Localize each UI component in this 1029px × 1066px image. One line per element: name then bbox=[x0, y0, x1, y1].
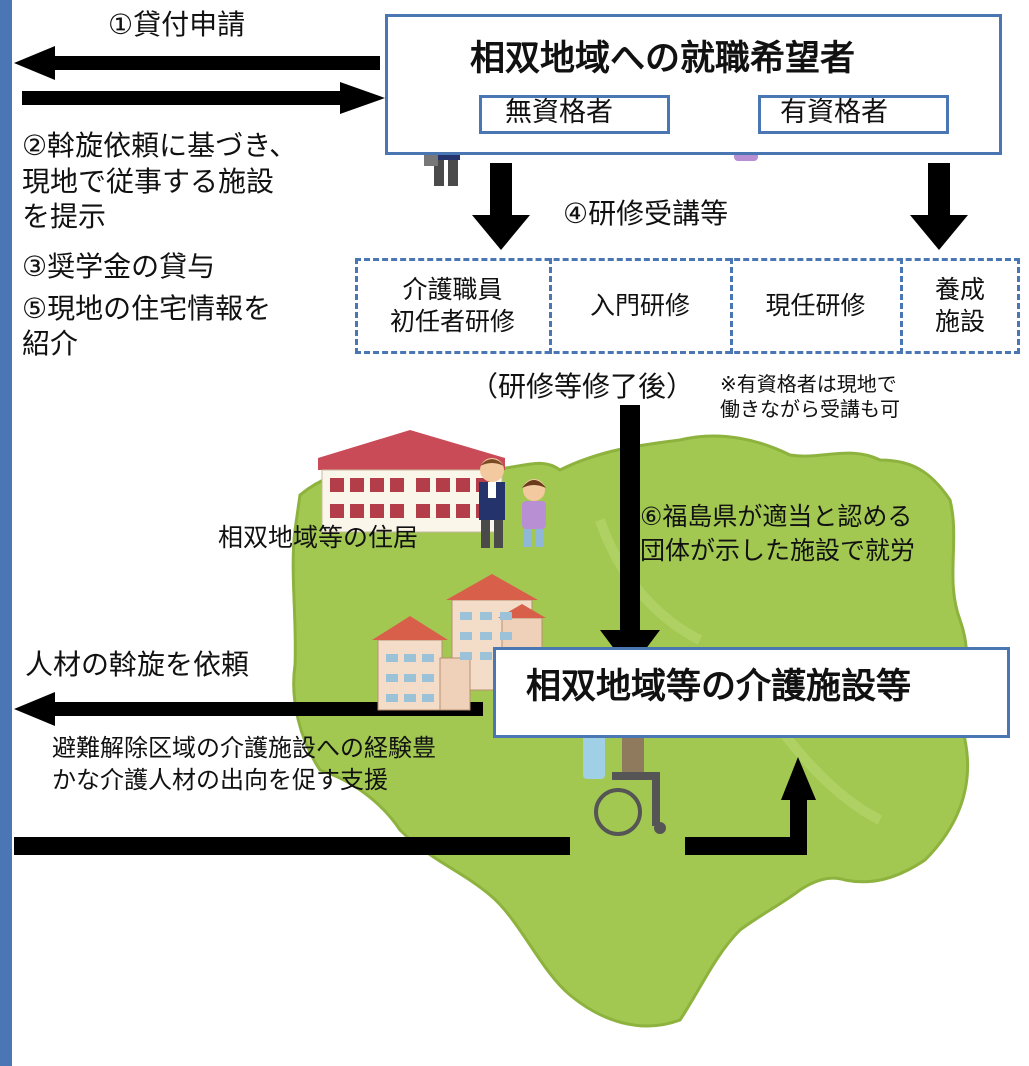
housing-label: 相双地域等の住居 bbox=[218, 523, 419, 552]
arrow-left-request bbox=[14, 692, 483, 726]
training-cell-current: 現任研修 bbox=[765, 290, 866, 320]
qualified-label: 有資格者 bbox=[780, 97, 888, 128]
facility-box-title: 相双地域等の介護施設等 bbox=[526, 667, 912, 707]
support-path-vertical bbox=[790, 800, 807, 855]
step5-text: ⑤現地の住宅情報を 紹介 bbox=[22, 292, 272, 360]
arrow-left-application bbox=[14, 46, 380, 80]
step4-text: ④研修受講等 bbox=[563, 197, 729, 230]
housing-building-icon bbox=[318, 430, 505, 533]
couple-icon bbox=[479, 458, 546, 548]
facility-box bbox=[493, 647, 1010, 738]
arrow-right-to-applicant bbox=[22, 82, 385, 114]
arrow-down-unqualified bbox=[472, 163, 530, 250]
arrow-up-to-facility bbox=[781, 757, 816, 800]
support-path-bottom-left bbox=[14, 837, 570, 855]
qualified-note: ※有資格者は現地で 働きながら受講も可 bbox=[720, 372, 900, 421]
left-rail bbox=[0, 0, 12, 1066]
arrow-down-qualified bbox=[910, 163, 968, 250]
training-divider-1 bbox=[549, 258, 552, 354]
training-box bbox=[355, 258, 1020, 354]
training-divider-3 bbox=[900, 258, 903, 354]
unqualified-label-box bbox=[479, 95, 670, 134]
step1-text: ①貸付申請 bbox=[108, 8, 246, 41]
request-label: 人材の斡旋を依頼 bbox=[25, 648, 250, 681]
arrow-down-to-facility bbox=[600, 405, 660, 670]
step3-text: ③奨学金の貸与 bbox=[22, 250, 216, 283]
support-path-bottom-right bbox=[685, 837, 807, 855]
step2-text: ②斡旋依頼に基づき、 現地で従事する施設 を提示 bbox=[22, 129, 298, 234]
step6-text: ⑥福島県が適当と認める 団体が示した施設で就労 bbox=[640, 502, 916, 565]
qualified-label-box bbox=[758, 95, 949, 134]
applicant-box-title: 相双地域への就職希望者 bbox=[470, 39, 856, 79]
support-text: 避難解除区域の介護施設への経験豊 かな介護人材の出向を促す支援 bbox=[52, 734, 436, 795]
training-cell-initial: 介護職員 初任者研修 bbox=[389, 274, 515, 337]
training-cell-intro: 入門研修 bbox=[589, 290, 690, 320]
training-cell-school: 養成 施設 bbox=[934, 274, 985, 337]
training-divider-2 bbox=[730, 258, 733, 354]
after-training-label: （研修等修了後） bbox=[470, 370, 695, 403]
unqualified-label: 無資格者 bbox=[505, 97, 613, 128]
